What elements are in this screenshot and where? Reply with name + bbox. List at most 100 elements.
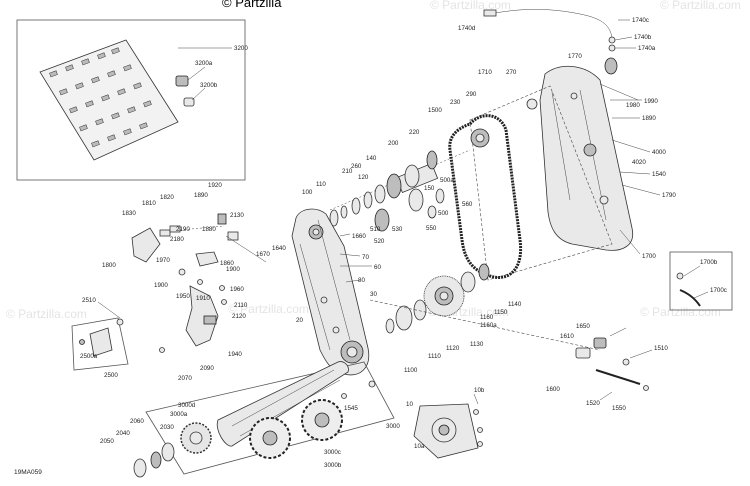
- upper-shaft-assembly: [329, 149, 471, 232]
- callout: 1610: [560, 333, 574, 340]
- callout: 1150: [494, 309, 508, 316]
- callout: 20: [296, 317, 303, 324]
- callout: 3200: [234, 45, 248, 52]
- shift-block: [575, 347, 591, 359]
- callout: 10a: [414, 443, 425, 450]
- callout: 1700c: [710, 287, 727, 294]
- callout: 1820: [160, 194, 174, 201]
- chain-path-outline: [469, 85, 613, 281]
- callout: 230: [450, 99, 461, 106]
- watermark: © Partzilla.com: [640, 305, 721, 319]
- inset-frame: [16, 19, 246, 181]
- watermark: © Partzilla.com: [6, 307, 87, 321]
- track-clips: [49, 47, 152, 148]
- callout: 2040: [116, 430, 130, 437]
- callout: 2110: [234, 302, 248, 309]
- shift-rod-group: [369, 299, 653, 401]
- callout: 1880: [202, 226, 216, 233]
- callout: 10b: [474, 387, 485, 394]
- callout: 10: [406, 401, 413, 408]
- callout: 510: [370, 226, 381, 233]
- callout: 1670: [256, 251, 270, 258]
- track-clip-part: [175, 75, 189, 87]
- chaincase-housing: [291, 208, 370, 376]
- callout: 1545: [344, 405, 358, 412]
- callout: 1900: [226, 266, 240, 273]
- callout: 270: [506, 69, 517, 76]
- callout: 1860: [220, 260, 234, 267]
- callout: 1550: [612, 405, 626, 412]
- callout: 2190: [176, 226, 190, 233]
- callout: 2120: [232, 313, 246, 320]
- callout: 2060: [130, 418, 144, 425]
- callout: 1890: [642, 115, 656, 122]
- callout: 1700: [642, 253, 656, 260]
- callout: 1640: [272, 245, 286, 252]
- callout: 220: [409, 129, 420, 136]
- callout: 2500: [104, 372, 118, 379]
- mount-plate: [89, 327, 113, 357]
- callout: 80: [358, 277, 365, 284]
- cable-pulley: [604, 57, 618, 75]
- callout: 1970: [156, 257, 170, 264]
- drive-axle-group: [133, 361, 395, 478]
- callout: 70: [362, 254, 369, 261]
- callout: 60: [374, 264, 381, 271]
- callout: 1790: [662, 192, 676, 199]
- bearing: [426, 150, 438, 170]
- callout: 2070: [178, 375, 192, 382]
- drive-gear: [408, 188, 424, 212]
- callout: 1990: [644, 98, 658, 105]
- callout: 1130: [470, 341, 484, 348]
- callout: 2510: [82, 297, 96, 304]
- watermark: © Partzilla.com: [430, 0, 511, 12]
- callout: 1740b: [634, 34, 652, 41]
- tensioner-inset: [669, 251, 733, 311]
- cover-body: [539, 65, 634, 251]
- shift-bracket: [185, 285, 219, 347]
- callout: 1980: [626, 102, 640, 109]
- callout: 4000: [652, 149, 666, 156]
- callout: 2180: [170, 236, 184, 243]
- callout: 1160: [480, 314, 494, 321]
- callout: 500a: [440, 177, 454, 184]
- callout: 1770: [568, 53, 582, 60]
- diagram-code: 19MA059: [14, 469, 42, 476]
- callout: 4020: [632, 159, 646, 166]
- inset-frame: [71, 317, 129, 371]
- shift-linkage: [131, 213, 267, 347]
- callout: 1890: [194, 192, 208, 199]
- callout: 1830: [122, 210, 136, 217]
- tensioner-washer: [526, 98, 538, 110]
- callout: 150: [424, 185, 435, 192]
- callout: 560: [462, 201, 473, 208]
- callout: 1110: [428, 353, 441, 360]
- track-stud-part: [183, 97, 195, 107]
- inset-frame: [669, 251, 733, 311]
- callout: 1500: [428, 107, 442, 114]
- callout: 1920: [208, 182, 222, 189]
- callout: 3000d: [178, 402, 196, 409]
- cable-assembly: 1740c 1740b 1740a 1740d 1770: [458, 9, 656, 75]
- watermark: © Partzilla.com: [228, 302, 309, 316]
- callout: 1810: [142, 200, 156, 207]
- callout: 1700b: [700, 259, 718, 266]
- callout: 1540: [652, 171, 666, 178]
- callout: 260: [351, 163, 362, 170]
- lower-gear-assembly: [385, 263, 490, 334]
- callout: 200: [388, 140, 399, 147]
- shift-lever: [131, 227, 161, 263]
- callout: 1950: [176, 293, 190, 300]
- callout: 1600: [546, 386, 560, 393]
- callout: 120: [358, 174, 369, 181]
- track-inset: 3200 3200a 3200b: [16, 19, 248, 181]
- callout: 2500a: [80, 353, 98, 360]
- callout: 3000a: [170, 411, 188, 418]
- bearing-plate: [341, 380, 483, 459]
- callout: 2090: [200, 365, 214, 372]
- callout: 1800: [102, 262, 116, 269]
- drive-axle: [216, 361, 349, 447]
- plate-inset: [71, 301, 129, 371]
- chaincase-cover: [539, 65, 661, 255]
